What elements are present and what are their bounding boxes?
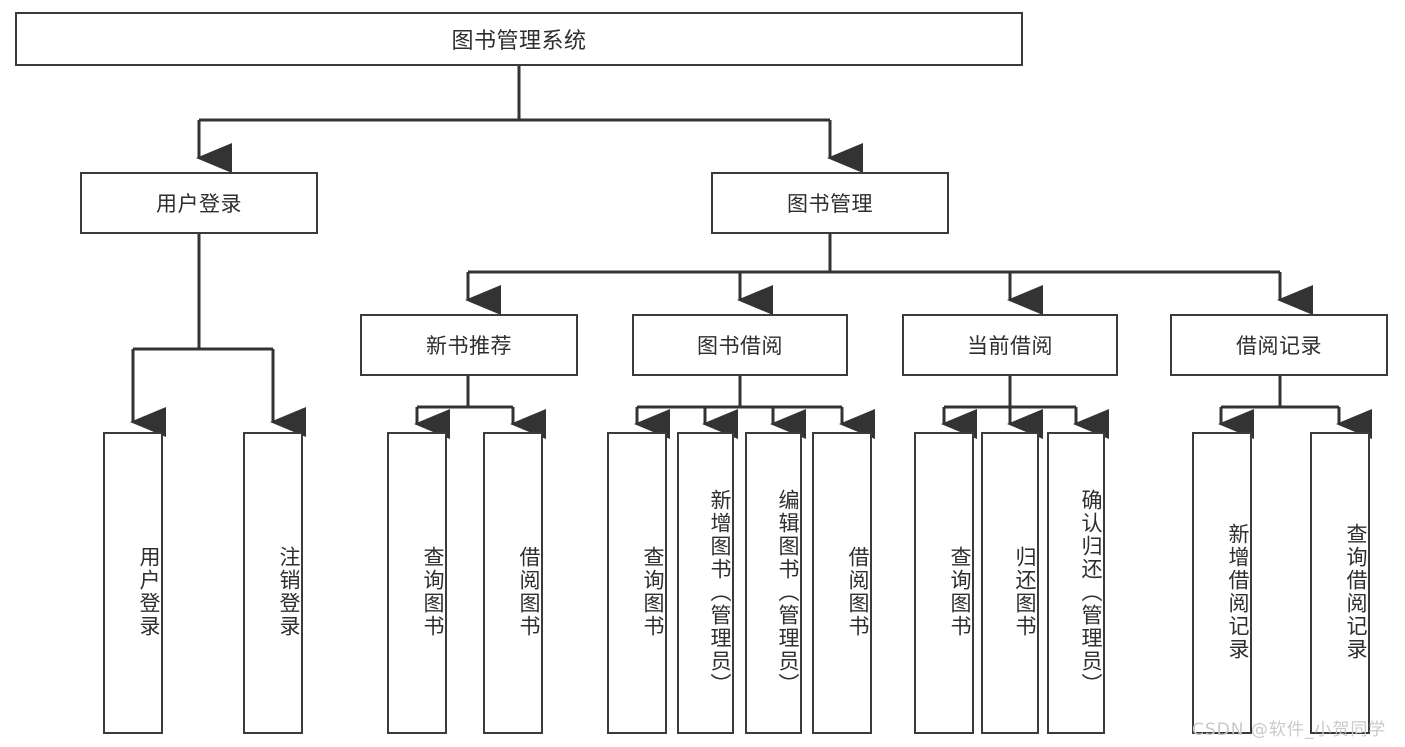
leaf-confirm-return[interactable]: 确认归还（管理员）	[1047, 432, 1105, 734]
leaf-label: 确认归还（管理员）	[1079, 488, 1103, 696]
leaf-label: 归还图书	[1013, 546, 1037, 638]
leaf-borrow-book[interactable]: 借阅图书	[812, 432, 872, 734]
leaf-label: 新增图书（管理员）	[708, 488, 732, 696]
leaf-return-book[interactable]: 归还图书	[981, 432, 1039, 734]
node-book-management[interactable]: 图书管理	[711, 172, 949, 234]
leaf-user-logout[interactable]: 注销登录	[243, 432, 303, 734]
node-borrow-record[interactable]: 借阅记录	[1170, 314, 1388, 376]
leaf-query-book-recommend[interactable]: 查询图书	[387, 432, 447, 734]
leaf-label: 查询图书	[421, 546, 445, 638]
leaf-label: 新增借阅记录	[1226, 523, 1250, 661]
leaf-label: 查询图书	[948, 546, 972, 638]
node-book-borrow[interactable]: 图书借阅	[632, 314, 848, 376]
leaf-add-book[interactable]: 新增图书（管理员）	[677, 432, 734, 734]
leaf-label: 查询图书	[641, 546, 665, 638]
csdn-watermark: CSDN @软件_小贺同学	[1192, 720, 1387, 740]
leaf-user-login[interactable]: 用户登录	[103, 432, 163, 734]
leaf-query-book-borrow[interactable]: 查询图书	[607, 432, 667, 734]
leaf-label: 借阅图书	[846, 546, 870, 638]
leaf-query-book-current[interactable]: 查询图书	[914, 432, 974, 734]
node-new-book-recommend[interactable]: 新书推荐	[360, 314, 578, 376]
node-user-login[interactable]: 用户登录	[80, 172, 318, 234]
node-current-borrow[interactable]: 当前借阅	[902, 314, 1118, 376]
leaf-label: 用户登录	[137, 546, 161, 638]
leaf-label: 借阅图书	[517, 546, 541, 638]
node-root-system[interactable]: 图书管理系统	[15, 12, 1023, 66]
leaf-query-borrow-record[interactable]: 查询借阅记录	[1310, 432, 1370, 734]
leaf-add-borrow-record[interactable]: 新增借阅记录	[1192, 432, 1252, 734]
leaf-label: 查询借阅记录	[1344, 523, 1368, 661]
leaf-borrow-book-recommend[interactable]: 借阅图书	[483, 432, 543, 734]
leaf-label: 注销登录	[277, 546, 301, 638]
leaf-edit-book[interactable]: 编辑图书（管理员）	[745, 432, 802, 734]
leaf-label: 编辑图书（管理员）	[776, 488, 800, 696]
